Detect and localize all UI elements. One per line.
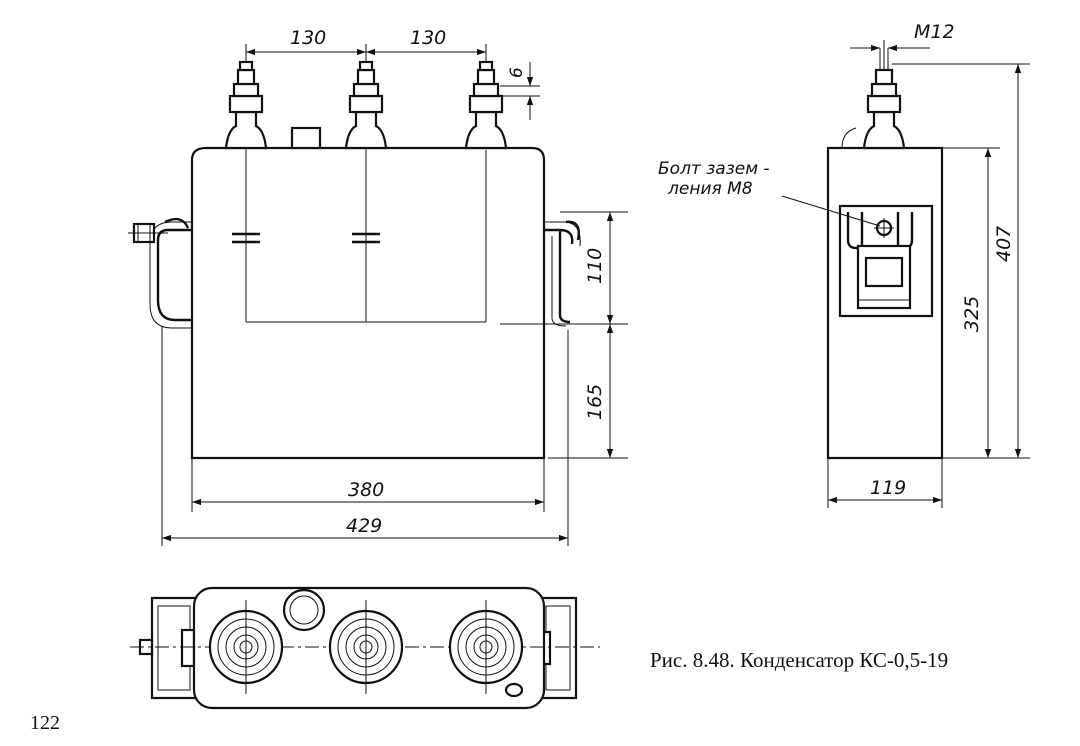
- dim-6: 6: [507, 67, 527, 78]
- top-oval-mark: [504, 682, 524, 698]
- page-number: 122: [30, 712, 60, 734]
- nut-height-dimension: 6: [500, 62, 540, 120]
- dim-119: 119: [870, 477, 906, 499]
- terminal-pitch-dimension: 130 130: [246, 27, 486, 56]
- top-view: [130, 586, 600, 710]
- left-mounting-bracket: [128, 217, 196, 329]
- grounding-bracket: [838, 204, 934, 318]
- dim-407: 407: [993, 226, 1015, 262]
- vertical-dimensions-front: 110 165: [500, 211, 628, 459]
- right-mounting-bracket: [542, 220, 581, 327]
- depth-dimension: 119: [827, 458, 943, 508]
- horizontal-dimensions-front: 380 429: [161, 326, 569, 546]
- insulator-left: [224, 44, 268, 150]
- dim-110: 110: [584, 248, 606, 284]
- front-body: [190, 146, 546, 460]
- fill-plug: [290, 126, 322, 150]
- side-view: Болт зазем - ления М8 M12 407 325 119: [658, 21, 1030, 508]
- thread-dimension: M12: [850, 21, 955, 52]
- dim-429: 429: [346, 515, 382, 537]
- dim-380: 380: [348, 479, 384, 501]
- top-terminal-middle: [328, 600, 404, 694]
- callout-line-1: Болт зазем -: [658, 159, 770, 179]
- insulator-right: [464, 44, 508, 150]
- figure-caption: Рис. 8.48. Конденсатор КС-0,5-19: [650, 648, 949, 672]
- side-insulator: [862, 40, 906, 150]
- dim-130-left: 130: [290, 27, 326, 49]
- vertical-dimensions-side: 407 325: [892, 63, 1030, 459]
- top-terminal-right: [448, 600, 524, 694]
- dim-165: 165: [584, 384, 606, 420]
- front-view: 130 130 6 110 165: [128, 27, 628, 546]
- dim-325: 325: [961, 296, 983, 332]
- top-terminal-left: [208, 600, 284, 694]
- insulator-middle: [344, 44, 388, 150]
- dim-130-right: 130: [410, 27, 446, 49]
- dim-m12: M12: [914, 21, 955, 43]
- callout-line-2: ления М8: [667, 179, 753, 199]
- internal-leads: [232, 140, 487, 323]
